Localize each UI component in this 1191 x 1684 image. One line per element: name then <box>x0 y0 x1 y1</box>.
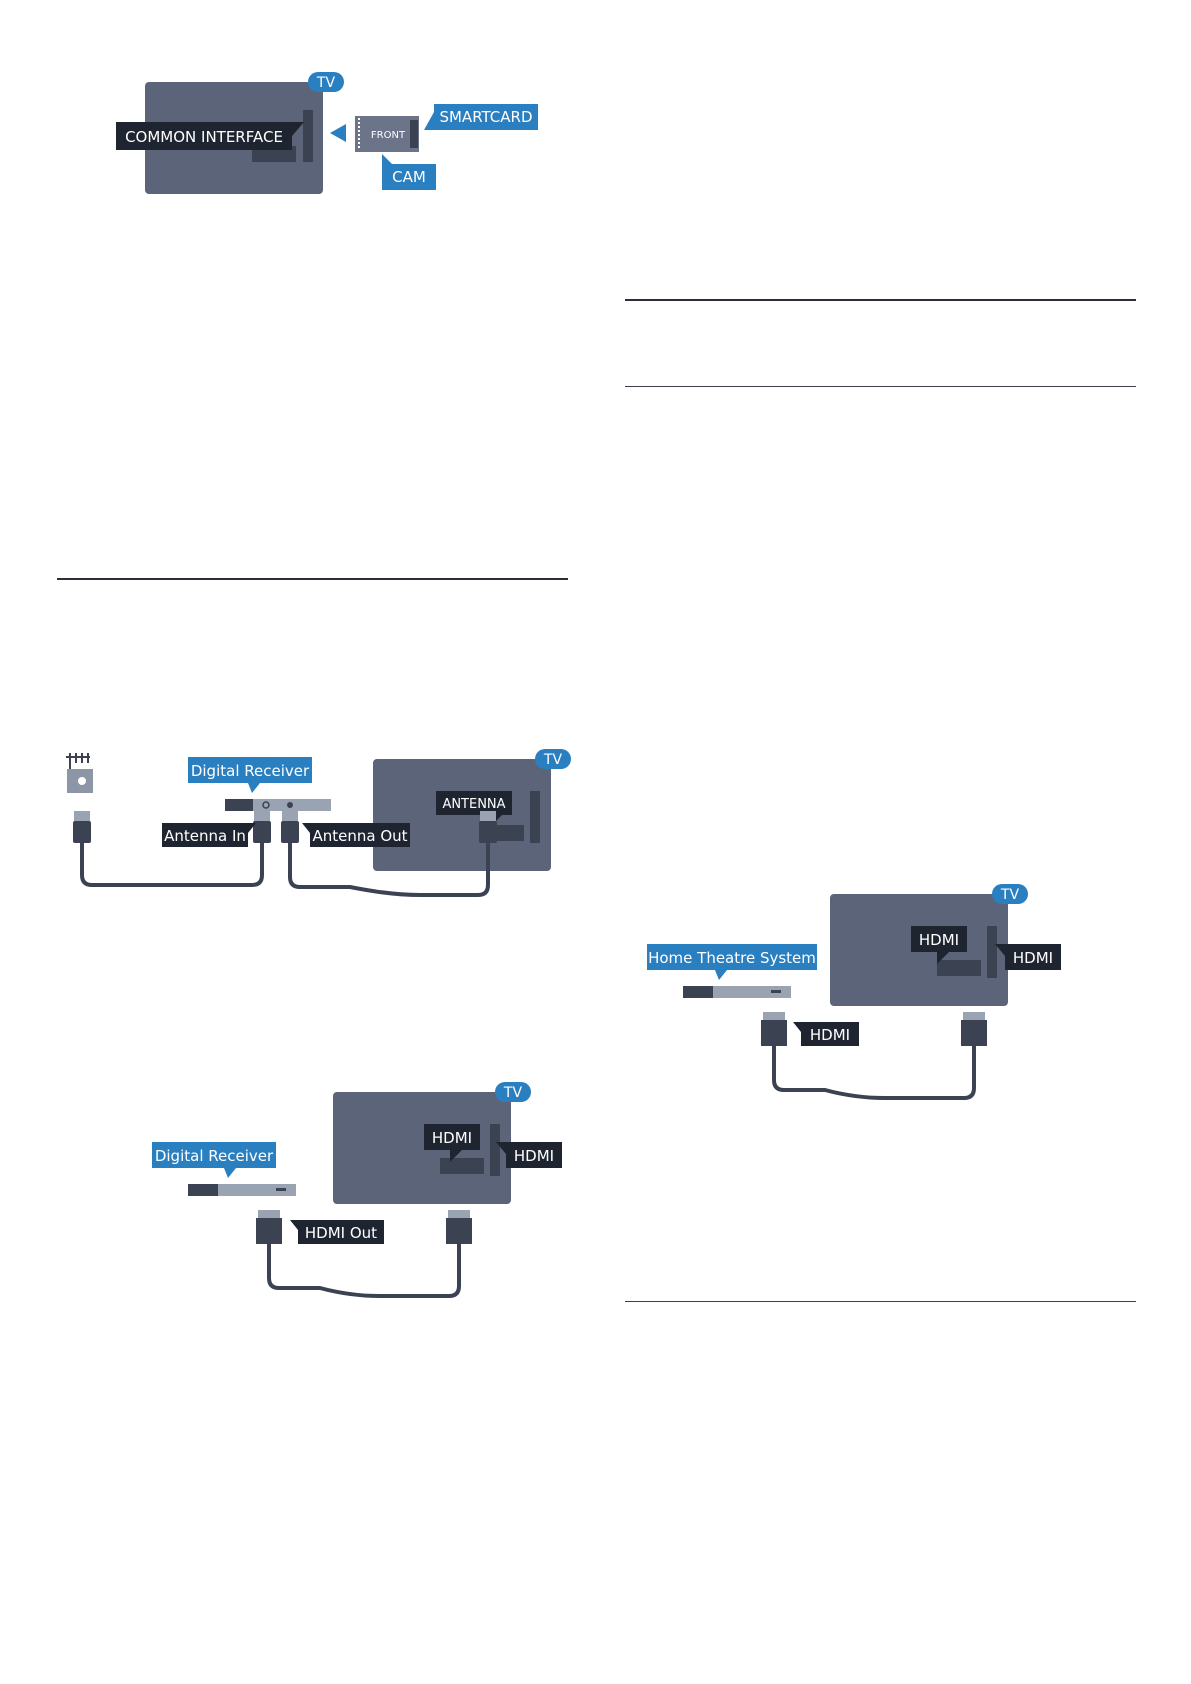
svg-text:Digital Receiver: Digital Receiver <box>191 762 310 780</box>
svg-text:FRONT: FRONT <box>371 130 406 141</box>
svg-text:HDMI: HDMI <box>810 1026 850 1044</box>
antenna-out-label: Antenna Out <box>302 823 410 847</box>
hdmi-out-label: HDMI Out <box>290 1220 384 1244</box>
home-theatre-label: Home Theatre System <box>647 944 817 980</box>
connector-tv <box>479 811 497 843</box>
tv-slot <box>490 1124 500 1176</box>
section-rule-right-bottom <box>625 1301 1136 1302</box>
tv-badge: TV <box>535 749 571 769</box>
svg-text:SMARTCARD: SMARTCARD <box>439 108 532 126</box>
hdmi-cable <box>772 1046 976 1100</box>
triangle-left-icon <box>330 124 346 142</box>
hts-hdmi-diagram: TV HDMI HDMI Home Theatre System HDMI <box>647 884 1061 1100</box>
connector-antenna-out <box>281 811 299 843</box>
hdmi-port-label: HDMI <box>911 926 967 964</box>
tv-badge: TV <box>308 72 344 92</box>
cable-wall-to-receiver <box>80 843 264 887</box>
svg-text:TV: TV <box>316 75 336 91</box>
hdmi-connector-tv <box>961 1012 987 1046</box>
section-rule-right-mid <box>625 386 1136 387</box>
tv-badge: TV <box>992 884 1028 904</box>
svg-text:HDMI: HDMI <box>432 1129 472 1147</box>
hdmi-connector-tv <box>446 1210 472 1244</box>
tv-slot <box>303 110 313 162</box>
svg-text:Digital Receiver: Digital Receiver <box>155 1147 274 1165</box>
tv-badge: TV <box>495 1082 531 1102</box>
cable-receiver-to-tv <box>288 843 490 897</box>
cam-module: FRONT <box>355 116 419 152</box>
antenna-in-label: Antenna In <box>162 823 256 847</box>
cam-label: CAM <box>382 154 436 190</box>
hdmi-receiver-diagram: TV HDMI HDMI Digital Receiver HDMI Out <box>152 1082 562 1298</box>
smartcard-label: SMARTCARD <box>424 104 538 130</box>
svg-text:CAM: CAM <box>392 168 426 186</box>
digital-receiver-label: Digital Receiver <box>152 1142 276 1178</box>
digital-receiver-device <box>188 1184 296 1196</box>
tv-body <box>333 1092 511 1204</box>
svg-text:HDMI Out: HDMI Out <box>305 1224 377 1242</box>
section-rule-left <box>57 578 568 580</box>
connector-antenna-in <box>253 811 271 843</box>
svg-text:HDMI: HDMI <box>514 1147 554 1165</box>
svg-text:Home Theatre System: Home Theatre System <box>648 949 816 967</box>
svg-text:COMMON INTERFACE: COMMON INTERFACE <box>125 128 283 146</box>
ci-cam-diagram: TV COMMON INTERFACE FRONT SMARTCARD CAM <box>116 72 538 194</box>
svg-text:HDMI: HDMI <box>1013 949 1053 967</box>
hdmi-connector-receiver <box>256 1210 282 1244</box>
tv-slot <box>987 926 997 978</box>
section-rule-right-top <box>625 299 1136 301</box>
hdmi-cable <box>267 1244 461 1298</box>
antenna-wall-socket-icon <box>66 753 93 793</box>
digital-receiver-device <box>225 799 331 811</box>
svg-text:ANTENNA: ANTENNA <box>442 797 505 812</box>
hdmi-port-label: HDMI <box>424 1124 480 1162</box>
svg-text:TV: TV <box>1000 887 1020 903</box>
connector-wall <box>73 811 91 843</box>
common-interface-label: COMMON INTERFACE <box>116 122 304 150</box>
hdmi-connector-hts <box>761 1012 787 1046</box>
digital-receiver-label: Digital Receiver <box>188 757 312 793</box>
svg-text:TV: TV <box>503 1085 523 1101</box>
home-theatre-device <box>683 986 791 998</box>
hdmi-side-label: HDMI <box>995 944 1061 970</box>
svg-text:HDMI: HDMI <box>919 931 959 949</box>
tv-port-block <box>937 960 981 976</box>
svg-text:Antenna Out: Antenna Out <box>312 827 407 845</box>
antenna-port-label: ANTENNA <box>436 791 512 827</box>
tv-slot <box>530 791 540 843</box>
hdmi-side-label: HDMI <box>496 1142 562 1168</box>
svg-text:Antenna In: Antenna In <box>164 827 246 845</box>
svg-text:TV: TV <box>543 752 563 768</box>
tv-port-block <box>440 1158 484 1174</box>
hdmi-cable-label: HDMI <box>793 1022 859 1046</box>
antenna-receiver-diagram: TV ANTENNA Digital Receiver <box>66 749 571 897</box>
